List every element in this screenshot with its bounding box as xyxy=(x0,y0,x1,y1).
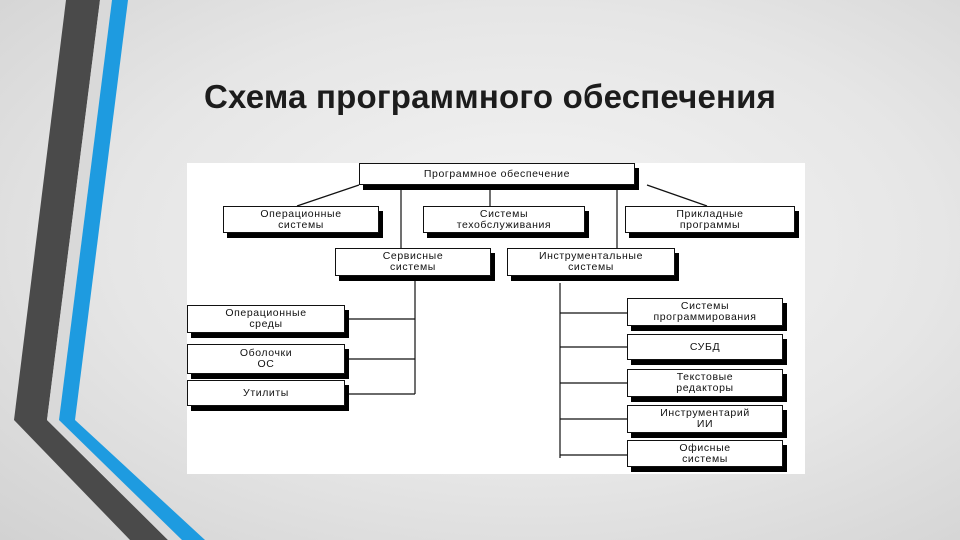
box-office-systems-label: Офисные системы xyxy=(679,441,731,465)
box-root-label: Программное обеспечение xyxy=(423,167,571,180)
blue-stripe-lower xyxy=(59,420,205,540)
box-root: Программное обеспечение xyxy=(359,163,635,185)
box-operating-systems: Операционные системы xyxy=(223,206,379,233)
box-programming-systems: Системы программирования xyxy=(627,298,783,326)
box-operating-systems-label: Операционные системы xyxy=(260,207,342,231)
box-ai-tools-label: Инструментарий ИИ xyxy=(660,407,750,430)
box-service-systems: Сервисные системы xyxy=(335,248,491,276)
box-maintenance-systems-label: Системы техобслуживания xyxy=(456,207,552,231)
box-service-systems-label: Сервисные системы xyxy=(382,250,444,273)
box-office-systems: Офисные системы xyxy=(627,440,783,467)
box-operating-environments: Операционные среды xyxy=(187,305,345,333)
box-applied-programs-label: Прикладные программы xyxy=(676,207,744,231)
box-programming-systems-label: Системы программирования xyxy=(653,300,757,323)
box-instrumental-systems-label: Инструментальные системы xyxy=(538,250,644,273)
box-instrumental-systems: Инструментальные системы xyxy=(507,248,675,276)
box-applied-programs: Прикладные программы xyxy=(625,206,795,233)
box-utilities-label: Утилиты xyxy=(243,386,289,399)
box-text-editors-label: Текстовые редакторы xyxy=(676,371,734,394)
box-ai-tools: Инструментарий ИИ xyxy=(627,405,783,433)
box-os-shells-label: Оболочки ОС xyxy=(239,347,293,370)
box-operating-environments-label: Операционные среды xyxy=(225,307,307,330)
slide-title: Схема программного обеспечения xyxy=(204,78,777,115)
box-os-shells: Оболочки ОС xyxy=(187,344,345,374)
box-dbms: СУБД xyxy=(627,334,783,360)
connector-root-operating xyxy=(296,184,360,207)
software-diagram: Программное обеспечение Операционные сис… xyxy=(187,163,805,474)
light-stripe-lower xyxy=(47,420,182,540)
light-stripe-upper xyxy=(47,0,112,420)
box-maintenance-systems: Системы техобслуживания xyxy=(423,206,585,233)
blue-stripe-upper xyxy=(59,0,128,420)
dark-stripe-lower xyxy=(14,420,168,540)
connector-lines xyxy=(296,184,708,458)
box-dbms-label: СУБД xyxy=(689,340,721,353)
box-utilities: Утилиты xyxy=(187,380,345,406)
connector-root-applied xyxy=(646,184,708,207)
box-text-editors: Текстовые редакторы xyxy=(627,369,783,397)
dark-stripe-upper xyxy=(14,0,100,420)
